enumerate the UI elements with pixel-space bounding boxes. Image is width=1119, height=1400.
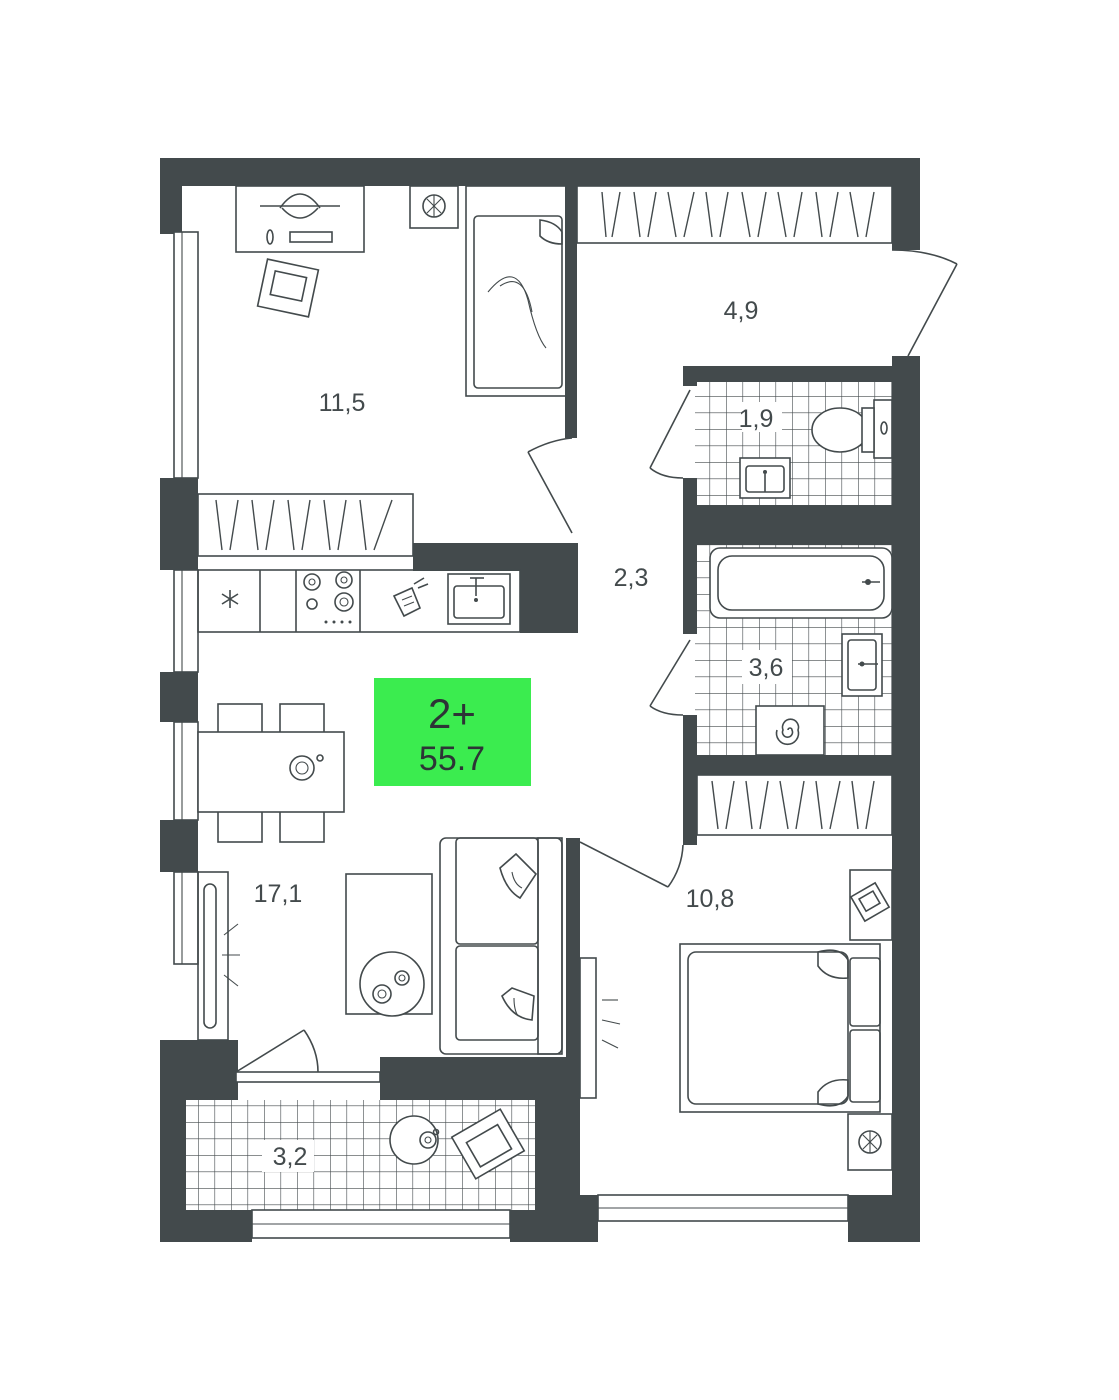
room-area-bedroom-2: 10,8	[686, 885, 735, 913]
area-labels: 11,5 4,9 1,9 2,3 3,6 17,1 10,8 3,2	[254, 297, 792, 1172]
room-area-balcony: 3,2	[273, 1143, 308, 1171]
living-furniture	[197, 837, 563, 1055]
room-area-bathroom: 3,6	[749, 654, 784, 682]
dining-furniture	[197, 703, 345, 843]
badge-area: 55.7	[419, 740, 485, 778]
room-area-wardrobe-hall: 4,9	[724, 297, 759, 325]
badge-rooms: 2+	[428, 690, 476, 737]
wardrobe-top	[576, 185, 893, 244]
wardrobe-bedroom-2	[696, 774, 893, 836]
kitchen-furniture	[197, 569, 521, 633]
doors	[235, 249, 958, 1073]
windows	[173, 231, 849, 1239]
bathroom-fixtures	[709, 547, 893, 756]
bedroom-1-furniture	[235, 185, 567, 397]
room-area-toilet: 1,9	[739, 405, 774, 433]
apartment-badge: 2+ 55.7	[374, 678, 531, 786]
walls	[160, 158, 920, 1242]
badge-background	[374, 678, 531, 786]
toilet-fixtures	[739, 399, 893, 499]
bedroom-2-furniture	[579, 869, 893, 1171]
room-area-corridor: 2,3	[614, 564, 649, 592]
balcony-furniture	[389, 1108, 526, 1180]
room-area-bedroom-1: 11,5	[319, 389, 366, 417]
wardrobe-bedroom-1	[197, 493, 414, 557]
room-area-kitchen-living: 17,1	[254, 880, 303, 908]
